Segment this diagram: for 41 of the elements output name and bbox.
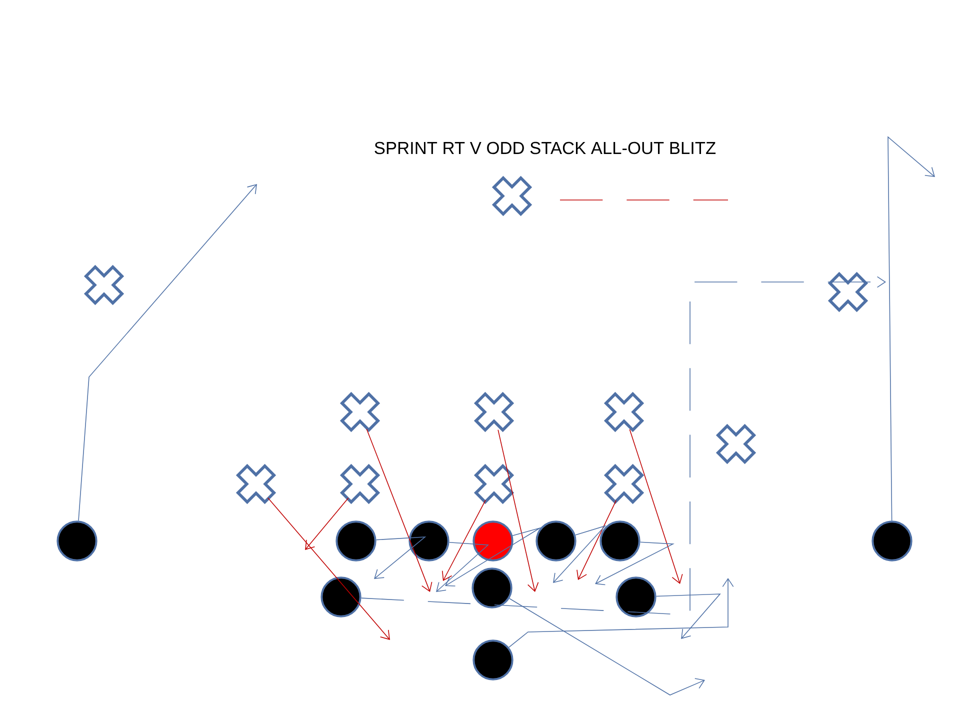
defender-cross xyxy=(236,464,276,504)
defender-cross xyxy=(604,392,644,432)
route-arrow xyxy=(888,136,935,522)
player-circle xyxy=(472,568,512,608)
player-circle xyxy=(600,520,640,562)
route-arrow xyxy=(366,428,432,592)
route-arrow xyxy=(374,536,426,579)
route-arrow xyxy=(445,526,543,586)
defender-cross xyxy=(474,392,514,432)
route-arrow xyxy=(576,500,616,580)
route-arrow xyxy=(629,428,683,584)
route-arrow xyxy=(78,184,257,522)
defender-cross xyxy=(340,392,380,432)
player-circle xyxy=(320,576,362,618)
route-arrow xyxy=(268,497,390,640)
route-arrow xyxy=(508,578,734,648)
defender-cross xyxy=(474,464,514,504)
player-circle xyxy=(336,520,376,562)
defender-cross xyxy=(716,424,756,464)
route-arrow xyxy=(553,525,606,583)
player-circle xyxy=(56,520,98,562)
player-circle xyxy=(536,520,576,562)
route-arrow xyxy=(509,598,705,696)
defender-cross xyxy=(340,464,380,504)
route-arrow xyxy=(595,542,674,586)
defender-cross xyxy=(604,464,644,504)
route-arrow xyxy=(360,276,886,616)
route-arrow xyxy=(498,429,539,592)
route-arrow xyxy=(442,500,486,581)
defender-cross xyxy=(828,272,868,312)
player-circle xyxy=(616,576,656,618)
route-arrow xyxy=(656,594,721,639)
player-circle xyxy=(408,520,450,562)
player-circle xyxy=(872,520,912,562)
route-arrow xyxy=(436,542,489,592)
route-arrow xyxy=(305,498,349,550)
title: SPRINT RT V ODD STACK ALL-OUT BLITZ xyxy=(374,142,716,154)
player-circle xyxy=(472,640,514,680)
defender-cross xyxy=(84,264,124,306)
defender-cross xyxy=(492,176,532,216)
player-circle xyxy=(472,520,514,562)
